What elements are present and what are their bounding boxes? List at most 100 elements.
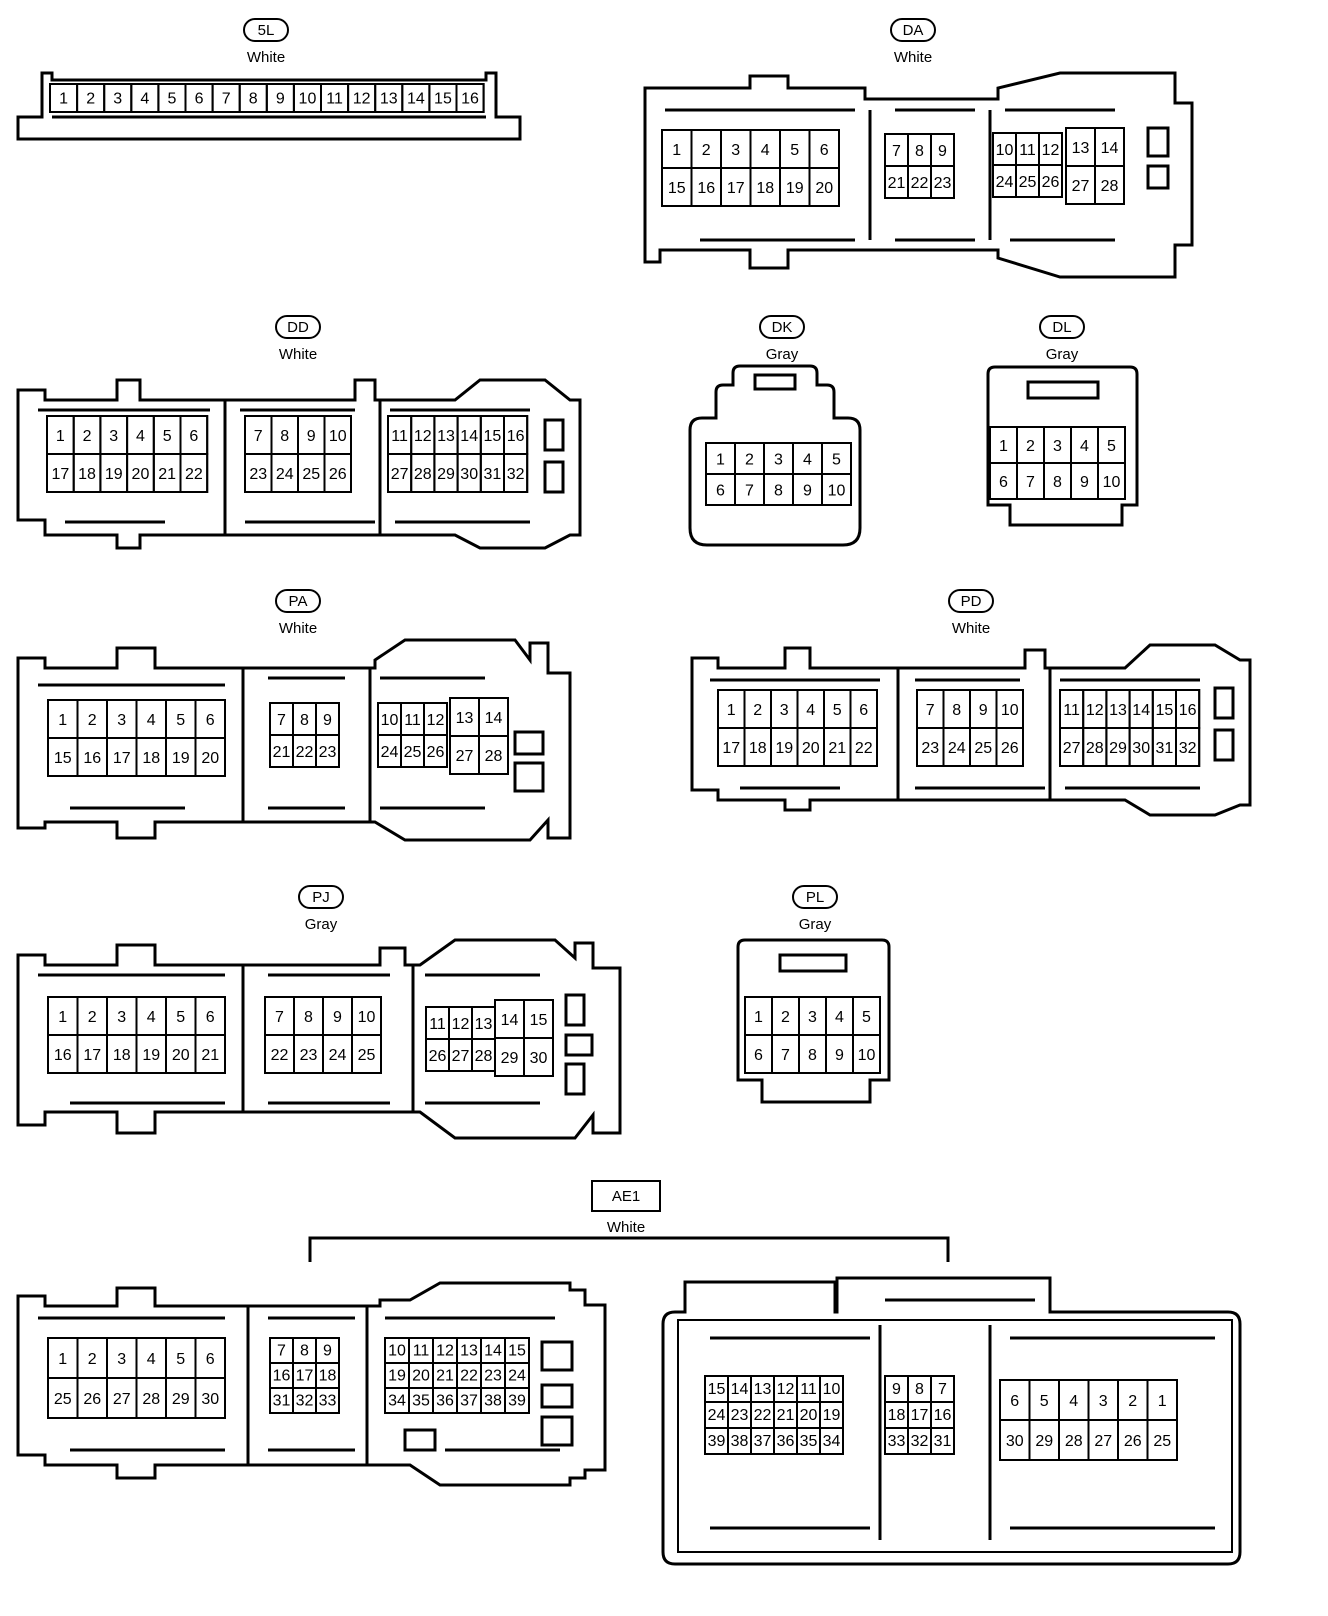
pin-cell: 2 <box>76 699 108 739</box>
pin-cavity <box>1094 165 1125 205</box>
pin-number: 5 <box>832 452 841 469</box>
pin-cell: 11 <box>320 83 350 113</box>
pin-cell: 22 <box>292 734 317 768</box>
pin-number: 4 <box>136 428 145 445</box>
pin-cell: 8 <box>293 996 324 1036</box>
pin-number: 30 <box>1132 740 1150 757</box>
pin-cell: 22 <box>179 453 209 493</box>
pin-number: 12 <box>436 1342 454 1359</box>
pin-number: 7 <box>781 1047 790 1064</box>
pin-cell: 27 <box>1065 165 1096 205</box>
pin-cell: 6 <box>194 699 226 739</box>
pin-cell: 9 <box>265 83 295 113</box>
pin-number: 23 <box>484 1367 502 1384</box>
pin-cell: 8 <box>942 689 971 729</box>
pin-number: 35 <box>800 1433 818 1450</box>
pin-cell: 13 <box>449 697 480 737</box>
pin-cell: 1 <box>47 1337 79 1379</box>
pin-cell: 8 <box>1043 462 1072 500</box>
pin-number: 39 <box>708 1433 726 1450</box>
pin-number: 21 <box>158 466 176 483</box>
connector-DD-housing <box>16 378 582 550</box>
pin-number: 15 <box>434 91 452 108</box>
pin-number: 28 <box>142 1391 160 1408</box>
pin-cell: 16 <box>1175 689 1201 729</box>
pin-number: 5 <box>1040 1393 1049 1410</box>
pin-number: 19 <box>388 1367 406 1384</box>
pin-cell: 12 <box>1082 689 1108 729</box>
pin-cell: 36 <box>432 1387 458 1414</box>
connector-code-frame <box>792 885 838 909</box>
connector-code-frame <box>948 589 994 613</box>
pin-number: 29 <box>437 466 455 483</box>
pin-cavity <box>930 165 955 199</box>
pin-number: 38 <box>731 1433 749 1450</box>
connector-code: PD <box>961 593 982 610</box>
pin-cell: 21 <box>194 1034 226 1074</box>
pin-number: 4 <box>803 452 812 469</box>
pin-cell: 7 <box>884 133 909 167</box>
pin-cell: 24 <box>322 1034 353 1074</box>
pin-cell: 5 <box>1028 1379 1060 1421</box>
pin-cell: 20 <box>808 167 840 207</box>
pin-cell: 14 <box>1094 127 1125 167</box>
pin-cell: 28 <box>478 735 509 775</box>
pin-cell: 2 <box>690 129 722 169</box>
pin-number: 5 <box>862 1009 871 1026</box>
pin-cell: 15 <box>47 737 79 777</box>
pin-number: 6 <box>859 702 868 719</box>
pin-cell: 7 <box>269 1337 294 1364</box>
pin-cell: 10 <box>1097 462 1126 500</box>
pin-cell: 2 <box>72 415 102 455</box>
pin-cell: 31 <box>1151 727 1178 767</box>
pin-cell: 17 <box>717 727 746 767</box>
pin-cell: 3 <box>1043 426 1072 464</box>
pin-cell: 2 <box>76 83 106 113</box>
pin-cell: 25 <box>1146 1419 1178 1461</box>
pin-number: 23 <box>319 744 337 761</box>
pin-number: 8 <box>808 1047 817 1064</box>
pin-cell: 10 <box>992 132 1017 166</box>
pin-cell: 19 <box>99 453 129 493</box>
pin-number: 20 <box>815 180 833 197</box>
pin-cell: 11 <box>387 415 413 455</box>
pin-number: 26 <box>1124 1433 1142 1450</box>
connector-DK-housing <box>688 364 862 547</box>
pin-cell: 39 <box>504 1387 530 1414</box>
connector-color: White <box>247 49 285 66</box>
connector-code: DK <box>772 319 793 336</box>
pin-number: 30 <box>530 1050 548 1067</box>
pin-cell: 2 <box>76 1337 108 1379</box>
pin-cell: 3 <box>720 129 752 169</box>
pin-cell: 16 <box>76 737 108 777</box>
pin-cell: 4 <box>135 699 167 739</box>
pin-cell: 8 <box>292 1337 317 1364</box>
pin-cell: 8 <box>763 473 794 506</box>
pin-cavity <box>819 1427 844 1455</box>
pin-cell: 18 <box>106 1034 138 1074</box>
pin-number: 37 <box>754 1433 772 1450</box>
connector-code: 5L <box>258 22 275 39</box>
pin-cell: 23 <box>727 1401 752 1429</box>
pin-cavity <box>1097 462 1126 500</box>
pin-cell: 5 <box>152 415 182 455</box>
pin-cell: 24 <box>270 453 299 493</box>
pin-number: 8 <box>300 712 309 729</box>
pin-number: 11 <box>1019 142 1036 159</box>
pin-cell: 29 <box>433 453 459 493</box>
pin-number: 4 <box>806 702 815 719</box>
connector-code: PL <box>806 889 824 906</box>
pin-number: 29 <box>501 1050 519 1067</box>
pin-number: 8 <box>774 483 783 500</box>
